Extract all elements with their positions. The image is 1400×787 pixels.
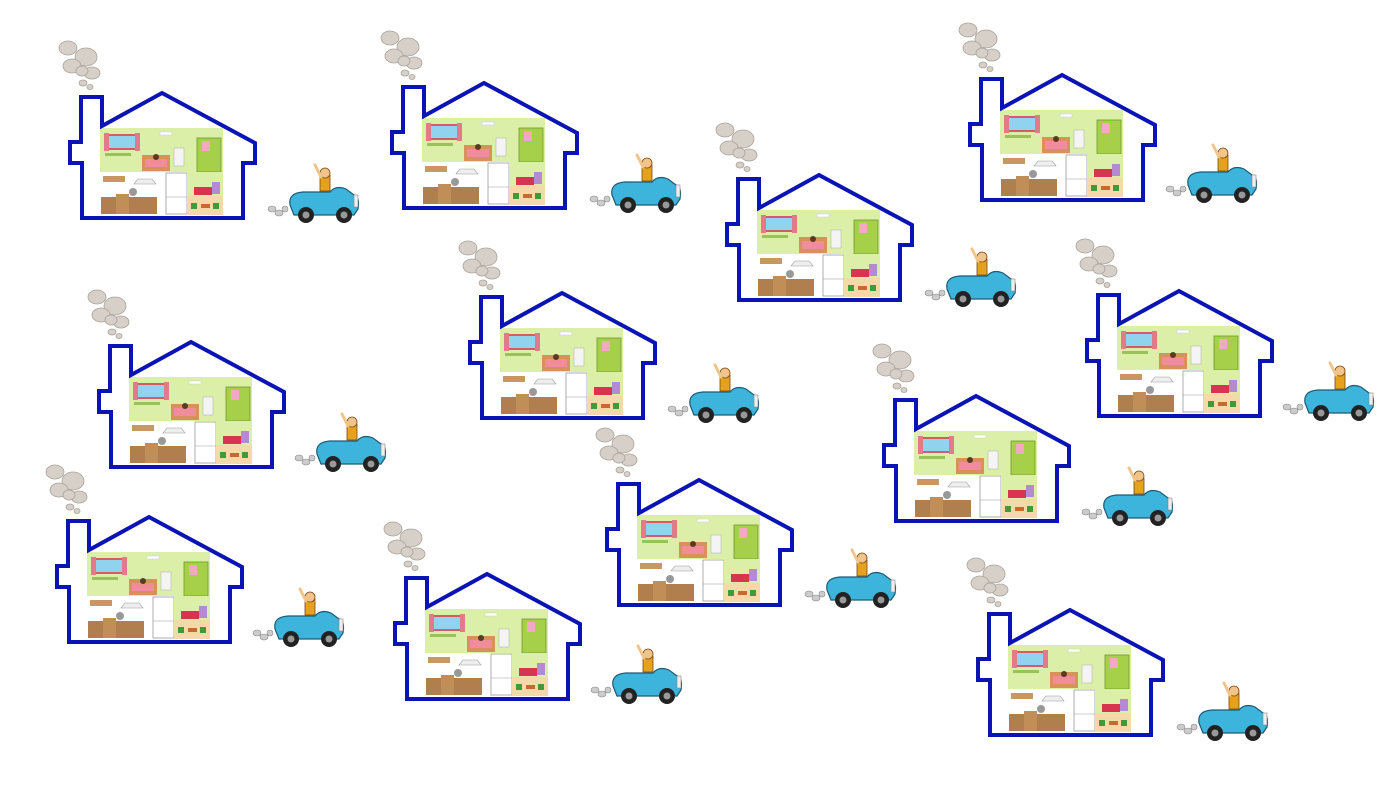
chimney-smoke [958, 22, 1001, 72]
chimney-smoke [1075, 238, 1118, 288]
house-cutaway [882, 394, 1071, 523]
house-cutaway [68, 91, 257, 220]
convertible-car [293, 412, 387, 474]
convertible-car [803, 548, 897, 610]
house-cutaway [393, 572, 582, 701]
house-scene-9 [45, 464, 345, 649]
house-scene-10 [383, 521, 683, 706]
house-scene-11 [595, 427, 897, 610]
house-cutaway [1085, 289, 1274, 418]
house-scene-4 [958, 22, 1258, 205]
house-cutaway [55, 515, 244, 644]
house-scene-7 [1075, 238, 1375, 423]
convertible-car [1164, 143, 1258, 205]
chimney-smoke [595, 427, 638, 477]
house-cutaway [605, 478, 794, 607]
convertible-car [1281, 361, 1375, 423]
house-cutaway [976, 608, 1165, 737]
chimney-smoke [458, 240, 501, 290]
house-scene-2 [380, 30, 682, 215]
convertible-car [266, 163, 360, 225]
convertible-car [1080, 466, 1174, 528]
convertible-car [666, 363, 760, 425]
house-scene-5 [87, 289, 387, 474]
convertible-car [251, 587, 345, 649]
house-cutaway [390, 81, 579, 210]
house-scene-12 [966, 557, 1269, 743]
chimney-smoke [45, 464, 88, 514]
house-scene-3 [715, 122, 1017, 309]
house-cutaway [468, 291, 657, 420]
convertible-car [923, 247, 1017, 309]
house-cutaway [968, 73, 1157, 202]
convertible-car [1175, 681, 1269, 743]
chimney-smoke [966, 557, 1009, 607]
convertible-car [588, 153, 682, 215]
chimney-smoke [872, 343, 915, 393]
chimney-smoke [715, 122, 758, 172]
house-scene-1 [58, 40, 360, 225]
chimney-smoke [380, 30, 423, 80]
chimney-smoke [383, 521, 426, 571]
house-cutaway [725, 173, 914, 302]
house-scene-6 [458, 240, 760, 425]
chimney-smoke [58, 40, 101, 90]
house-cutaway [97, 340, 286, 469]
chimney-smoke [87, 289, 130, 339]
convertible-car [589, 644, 683, 706]
